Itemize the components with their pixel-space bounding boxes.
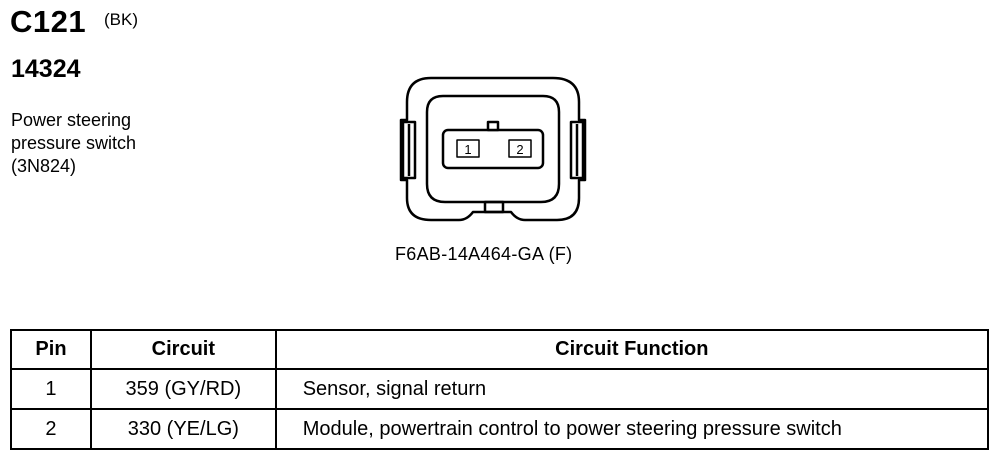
cavity-2-box xyxy=(508,139,532,158)
component-description: Power steering pressure switch (3N824) xyxy=(11,109,136,178)
connector-inner-face xyxy=(425,94,561,204)
key-notch-top xyxy=(486,120,500,132)
right-latch xyxy=(569,120,585,180)
description-line: (3N824) xyxy=(11,156,77,176)
header-function: Circuit Function xyxy=(274,329,989,370)
cavity-1-label: 1 xyxy=(464,142,471,157)
left-latch xyxy=(401,120,417,180)
connector-id: C121 xyxy=(10,4,87,39)
cavity-2-label: 2 xyxy=(516,142,523,157)
pin-cell: 1 xyxy=(10,368,92,410)
description-line: pressure switch xyxy=(11,133,137,153)
header-pin: Pin xyxy=(10,329,92,370)
table-row: 1 359 (GY/RD) Sensor, signal return xyxy=(10,368,989,410)
description-line: Power steering xyxy=(11,110,132,130)
function-cell: Module, powertrain control to power stee… xyxy=(274,408,989,450)
table-header-row: Pin Circuit Circuit Function xyxy=(10,329,989,370)
circuit-cell: 359 (GY/RD) xyxy=(89,368,277,410)
key-tab-bottom xyxy=(483,200,505,214)
cavity-1-box xyxy=(456,139,480,158)
header-circuit: Circuit xyxy=(89,329,277,370)
pin-table: Pin Circuit Circuit Function 1 359 (GY/R… xyxy=(10,329,989,450)
connector-color: (BK) xyxy=(104,10,138,29)
connector-face-diagram: 1 2 xyxy=(399,76,587,222)
connector-outer-shell xyxy=(399,76,587,222)
terminal-cavity-block xyxy=(441,128,545,170)
function-cell: Sensor, signal return xyxy=(274,368,989,410)
circuit-cell: 330 (YE/LG) xyxy=(89,408,277,450)
table-row: 2 330 (YE/LG) Module, powertrain control… xyxy=(10,408,989,450)
pin-cell: 2 xyxy=(10,408,92,450)
connector-part-number: F6AB-14A464-GA (F) xyxy=(395,244,573,264)
part-number: 14324 xyxy=(11,55,81,83)
